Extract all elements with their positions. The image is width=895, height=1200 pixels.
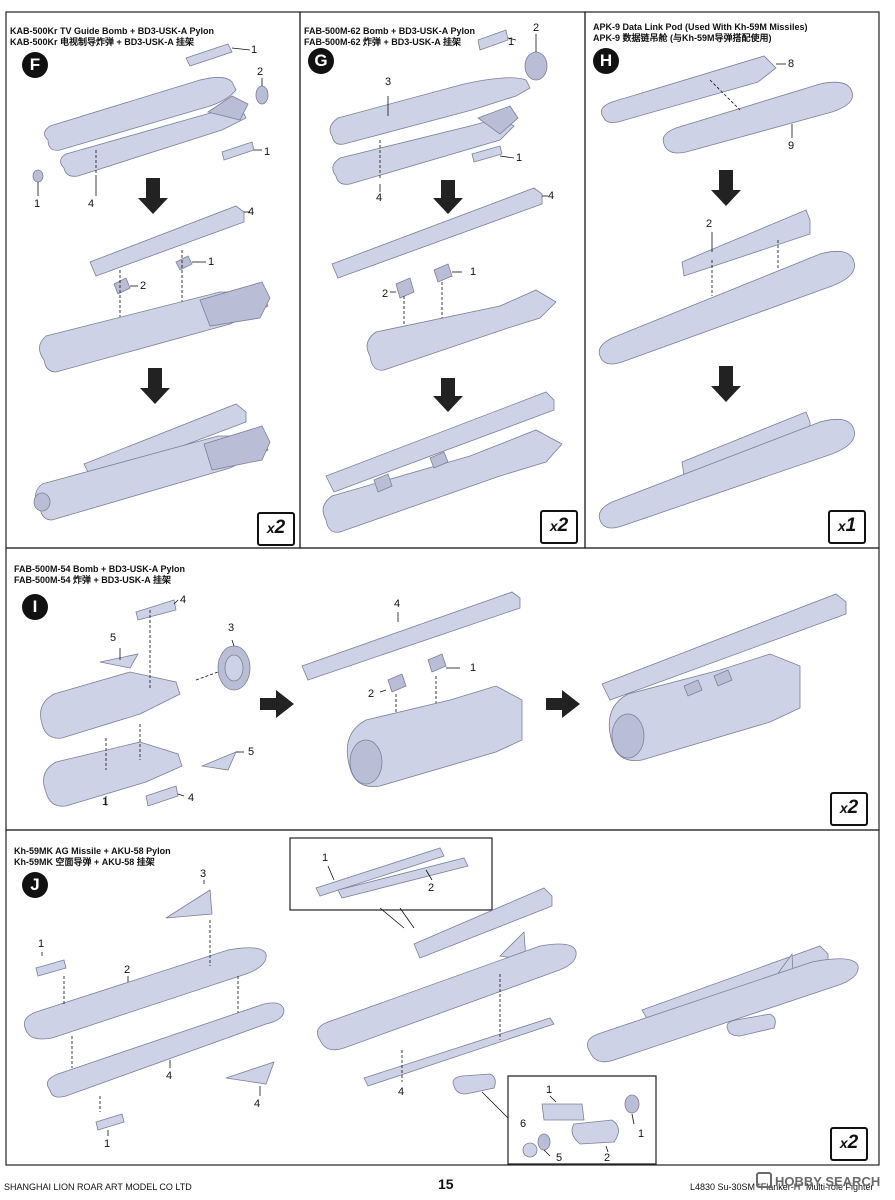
part-label: 6 <box>520 1118 527 1130</box>
step-i-badge: I <box>22 594 48 620</box>
step-h-drawing <box>598 55 855 529</box>
step-g-badge: G <box>308 48 334 74</box>
part-label: 1 <box>104 1138 111 1150</box>
part-label: 3 <box>200 868 207 880</box>
part-label: 5 <box>248 746 255 758</box>
step-j-badge: J <box>22 872 48 898</box>
watermark-icon <box>756 1172 772 1188</box>
step-j-small-inset <box>507 1075 657 1165</box>
part-label: 2 <box>124 964 131 976</box>
step-j-quantity-prefix: x <box>839 1135 848 1151</box>
step-i-quantity: x2 <box>830 792 868 826</box>
part-label: 1 <box>470 266 477 278</box>
step-f-title-cn: KAB-500Kr 电视制导炸弹 + BD3-USK-A 挂架 <box>10 37 194 47</box>
step-i-title: FAB-500M-54 Bomb + BD3-USK-A Pylon FAB-5… <box>14 564 185 586</box>
part-label: 2 <box>604 1152 611 1164</box>
part-label: 9 <box>788 140 795 152</box>
part-label: 2 <box>706 218 713 230</box>
part-label: 1 <box>264 146 271 158</box>
part-label: 5 <box>110 632 117 644</box>
step-g-quantity-value: 2 <box>557 515 569 536</box>
part-label: 4 <box>166 1070 173 1082</box>
step-h-quantity: x1 <box>828 510 866 544</box>
step-f-title-en: KAB-500Kr TV Guide Bomb + BD3-USK-A Pylo… <box>10 26 214 36</box>
part-label: 4 <box>180 594 187 606</box>
step-h-title: APK-9 Data Link Pod (Used With Kh-59M Mi… <box>593 22 807 44</box>
part-label: 3 <box>228 622 235 634</box>
step-f-drawing <box>32 43 271 521</box>
part-label: 2 <box>257 66 264 78</box>
step-j-title-cn: Kh-59MK 空面导弹 + AKU-58 挂架 <box>14 857 155 867</box>
part-label: 2 <box>533 22 540 34</box>
part-label: 1 <box>470 662 477 674</box>
part-label: 4 <box>394 598 401 610</box>
step-g-quantity: x2 <box>540 510 578 544</box>
part-label: 1 <box>638 1128 645 1140</box>
step-f-quantity: x2 <box>257 512 295 546</box>
part-label: 2 <box>382 288 389 300</box>
step-g-title-cn: FAB-500M-62 炸弹 + BD3-USK-A 挂架 <box>304 37 461 47</box>
part-label: 2 <box>428 882 435 894</box>
part-label: 2 <box>140 280 147 292</box>
step-f-badge: F <box>22 52 48 78</box>
part-label: 4 <box>548 190 555 202</box>
step-h-title-cn: APK-9 数据链吊舱 (与Kh-59M导弹搭配使用) <box>593 33 772 43</box>
footer-company: SHANGHAI LION ROAR ART MODEL CO LTD <box>4 1182 192 1192</box>
part-label: 1 <box>516 152 523 164</box>
part-label: 1 <box>38 938 45 950</box>
step-i-quantity-prefix: x <box>839 800 848 816</box>
part-label: 1 <box>508 36 515 48</box>
step-i-drawing <box>40 591 847 807</box>
part-label: 1 <box>208 256 215 268</box>
step-j-quantity-value: 2 <box>847 1132 859 1153</box>
part-label: 1 <box>34 198 41 210</box>
page-number: 15 <box>438 1176 454 1192</box>
step-f-title: KAB-500Kr TV Guide Bomb + BD3-USK-A Pylo… <box>10 26 214 48</box>
step-j-title-en: Kh-59MK AG Missile + AKU-58 Pylon <box>14 846 171 856</box>
footer-kit-name: L4830 Su-30SM "Flanker-H" Multi-role Fig… <box>690 1182 874 1192</box>
step-g-quantity-prefix: x <box>549 518 558 534</box>
step-f-quantity-value: 2 <box>274 517 286 538</box>
step-f-quantity-prefix: x <box>266 520 275 536</box>
step-j-title: Kh-59MK AG Missile + AKU-58 Pylon Kh-59M… <box>14 846 171 868</box>
step-j-quantity: x2 <box>830 1127 868 1161</box>
watermark: HOBBY SEARCH <box>756 1172 880 1189</box>
step-h-quantity-prefix: x <box>837 518 846 534</box>
step-g-title-en: FAB-500M-62 Bomb + BD3-USK-A Pylon <box>304 26 475 36</box>
part-label: 2 <box>368 688 375 700</box>
part-label: 1 <box>102 796 109 808</box>
part-label: 4 <box>188 792 195 804</box>
part-label: 1 <box>251 44 258 56</box>
step-h-title-en: APK-9 Data Link Pod (Used With Kh-59M Mi… <box>593 22 808 32</box>
step-i-title-en: FAB-500M-54 Bomb + BD3-USK-A Pylon <box>14 564 185 574</box>
part-label: 3 <box>385 76 392 88</box>
part-label: 4 <box>254 1098 261 1110</box>
step-g-title: FAB-500M-62 Bomb + BD3-USK-A Pylon FAB-5… <box>304 26 475 48</box>
part-label: 4 <box>398 1086 405 1098</box>
step-h-quantity-value: 1 <box>845 515 857 536</box>
part-label: 1 <box>322 852 329 864</box>
part-label: 1 <box>546 1084 553 1096</box>
part-label: 4 <box>88 198 95 210</box>
part-label: 8 <box>788 58 795 70</box>
watermark-text: HOBBY SEARCH <box>775 1174 881 1189</box>
step-j-drawing <box>23 837 859 1165</box>
part-label: 4 <box>248 206 255 218</box>
step-h-badge: H <box>593 48 619 74</box>
part-label: 4 <box>376 192 383 204</box>
panel-j-border <box>5 829 880 1166</box>
step-j-inset-box <box>289 837 493 911</box>
part-label: 5 <box>556 1152 563 1164</box>
step-i-quantity-value: 2 <box>847 797 859 818</box>
step-i-title-cn: FAB-500M-54 炸弹 + BD3-USK-A 挂架 <box>14 575 171 585</box>
step-g-drawing <box>322 29 563 533</box>
